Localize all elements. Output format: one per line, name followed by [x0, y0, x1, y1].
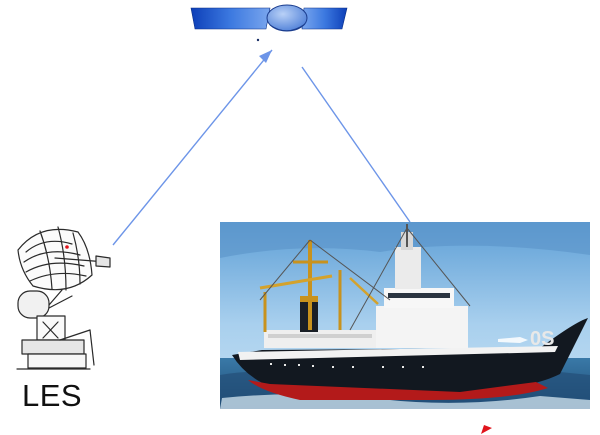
- fishing-vessel-photo: 0S: [220, 222, 590, 409]
- svg-text:0S: 0S: [530, 328, 554, 350]
- uplink-arrowhead: [259, 50, 272, 63]
- dish-indicator-dot: [65, 245, 69, 249]
- downlink-line: [301, 66, 411, 223]
- ground-station-label: LES: [22, 378, 83, 413]
- red-arrow-marker: [481, 425, 492, 434]
- satellite-dish-icon: [16, 226, 111, 370]
- satellite-icon: [190, 4, 348, 42]
- uplink-line: [112, 49, 273, 246]
